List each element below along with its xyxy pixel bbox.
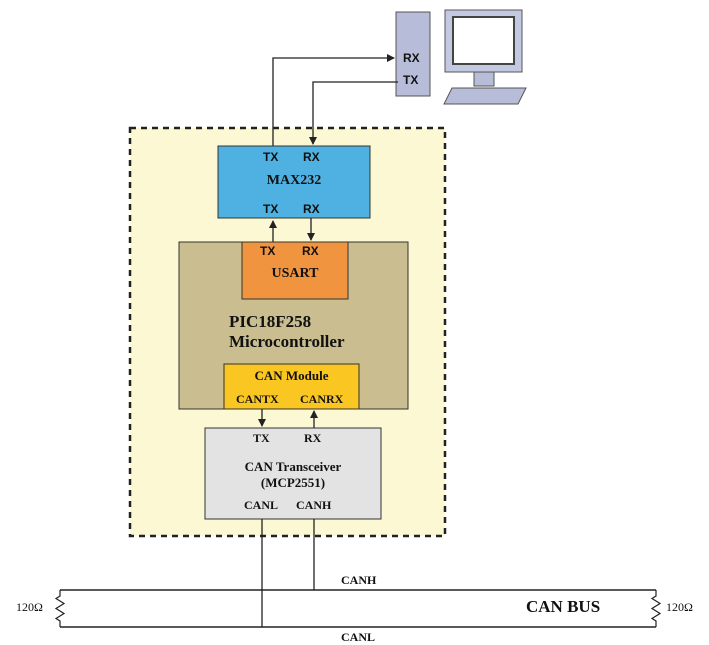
- transceiver-rx-label: RX: [304, 431, 322, 445]
- max232-title: MAX232: [266, 173, 322, 188]
- canrx-label: CANRX: [300, 392, 344, 406]
- bus-canl-label: CANL: [341, 630, 376, 644]
- max232-bottom-rx-label: RX: [303, 202, 320, 216]
- transceiver-title-line1: CAN Transceiver: [244, 459, 342, 474]
- pc-keyboard: [443, 87, 527, 105]
- can-module-title: CAN Module: [254, 368, 329, 383]
- cantx-label: CANTX: [236, 392, 279, 406]
- can-bus: [54, 589, 662, 628]
- max232-box: [217, 145, 371, 219]
- usart-tx-label: TX: [260, 244, 276, 258]
- term-left-label: 120Ω: [16, 600, 43, 614]
- pc-tx-label: TX: [403, 73, 419, 87]
- transceiver-tx-label: TX: [253, 431, 270, 445]
- transceiver-box: [204, 427, 382, 520]
- bus-canh-label: CANH: [341, 573, 377, 587]
- transceiver-canh-label: CANH: [296, 498, 332, 512]
- can-module-box: [223, 363, 360, 410]
- mcu-title-line2: Microcontroller: [229, 332, 345, 351]
- term-right-label: 120Ω: [666, 600, 693, 614]
- max232-top-rx-label: RX: [303, 150, 320, 164]
- wire-max-tx-to-pc-rx: [272, 54, 395, 146]
- computer-icon: [395, 9, 527, 105]
- pc-rx-label: RX: [403, 51, 420, 65]
- mcu-title-line1: PIC18F258: [229, 312, 312, 331]
- usart-rx-label: RX: [302, 244, 319, 258]
- transceiver-title-line2: (MCP2551): [260, 475, 326, 490]
- bus-title: CAN BUS: [526, 597, 601, 616]
- transceiver-canl-label: CANL: [244, 498, 279, 512]
- resistor-right-icon: [650, 590, 662, 627]
- wire-pc-tx-to-max-rx: [309, 81, 398, 145]
- pc-tower: [395, 11, 431, 97]
- max232-top-tx-label: TX: [263, 150, 279, 164]
- usart-title: USART: [271, 266, 319, 281]
- max232-bottom-tx-label: TX: [263, 202, 279, 216]
- usart-box: [241, 241, 349, 300]
- resistor-left-icon: [54, 590, 66, 627]
